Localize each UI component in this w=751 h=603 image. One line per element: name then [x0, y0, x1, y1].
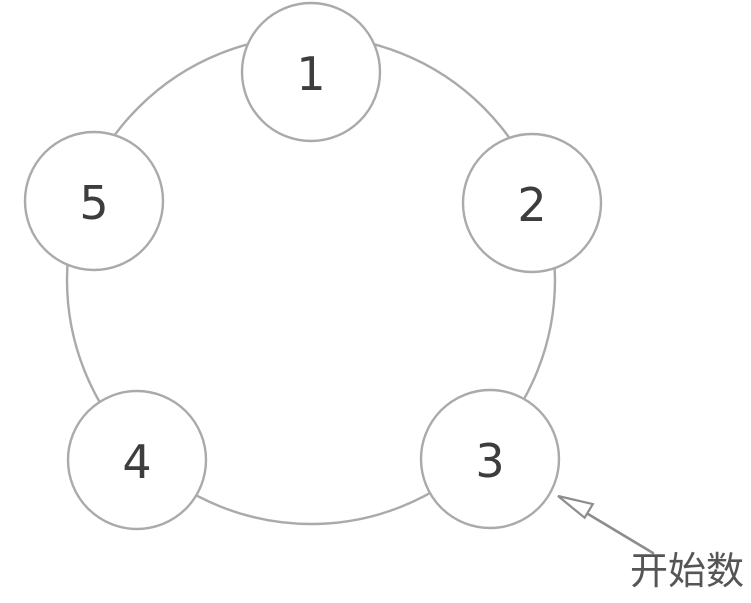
- arrow-head-icon: [557, 494, 595, 520]
- node-1[interactable]: 1: [240, 1, 382, 143]
- nodes-layer: 1 2 3 4 5: [23, 1, 603, 531]
- node-5[interactable]: 5: [23, 130, 165, 272]
- node-label-3: 3: [475, 434, 504, 488]
- node-3[interactable]: 3: [419, 388, 561, 530]
- node-label-5: 5: [79, 176, 108, 230]
- node-label-2: 2: [517, 178, 546, 232]
- node-circle-4[interactable]: [66, 389, 208, 531]
- node-circle-1[interactable]: [240, 1, 382, 143]
- node-label-4: 4: [122, 435, 151, 489]
- node-circle-2[interactable]: [461, 132, 603, 274]
- annotation-arrow-group: [557, 494, 655, 555]
- node-4[interactable]: 4: [66, 389, 208, 531]
- annotation-label: 开始数: [630, 549, 744, 593]
- arrow-shaft: [580, 509, 655, 555]
- node-circle-3[interactable]: [419, 388, 561, 530]
- node-label-1: 1: [296, 47, 325, 101]
- node-2[interactable]: 2: [461, 132, 603, 274]
- node-circle-5[interactable]: [23, 130, 165, 272]
